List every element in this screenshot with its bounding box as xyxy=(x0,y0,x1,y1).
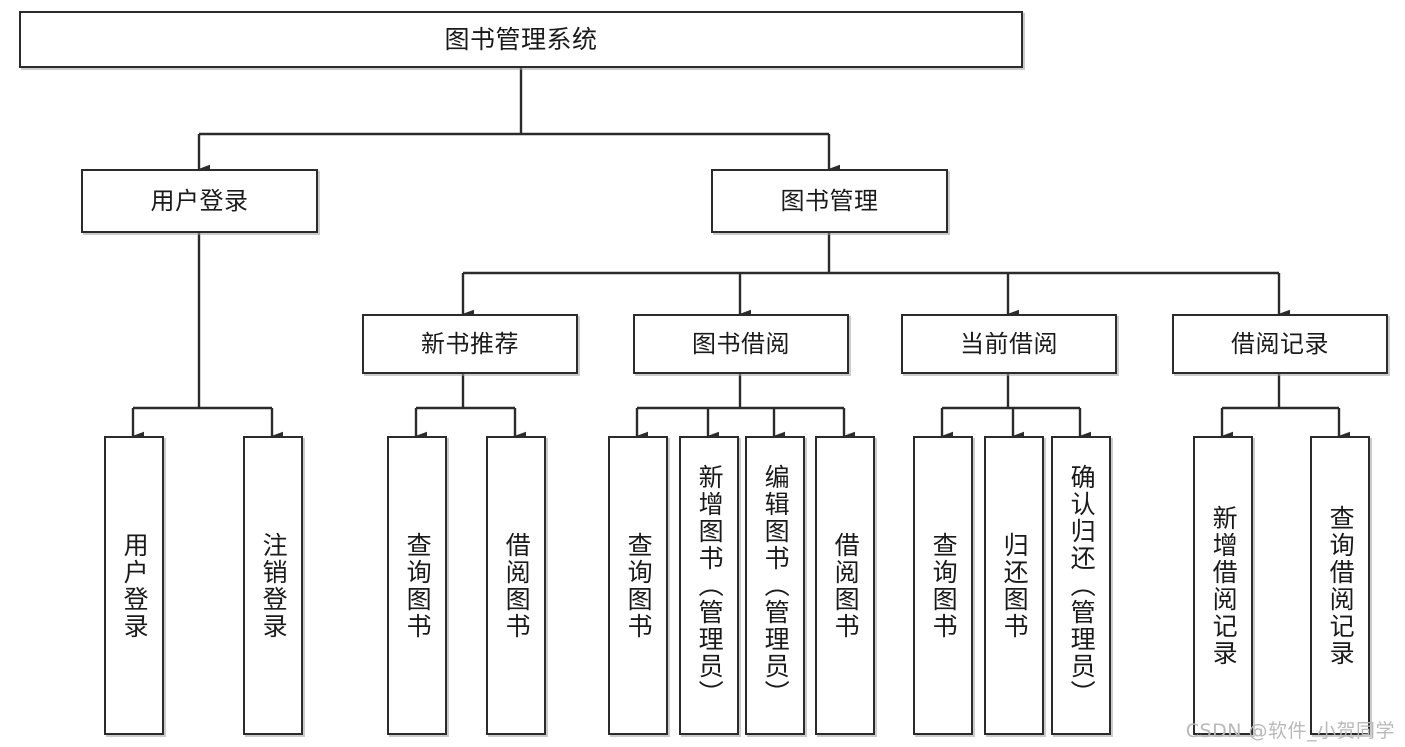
node-label-leaf-borrow-book-recommend: 借阅图书 xyxy=(502,531,532,640)
node-label-leaf-query-book-borrow: 查询图书 xyxy=(624,531,654,640)
node-label-new-book-recommend: 新书推荐 xyxy=(421,329,519,358)
node-label-leaf-confirm-return-admin: 确认归还（管理员） xyxy=(1067,464,1097,707)
node-borrow-record[interactable]: 借阅记录 xyxy=(1172,314,1388,374)
node-label-leaf-borrow-book: 借阅图书 xyxy=(831,531,861,640)
node-leaf-query-book-borrow[interactable]: 查询图书 xyxy=(608,436,668,735)
node-label-leaf-user-login: 用户登录 xyxy=(120,531,150,640)
node-book-management[interactable]: 图书管理 xyxy=(711,169,948,233)
node-user-login[interactable]: 用户登录 xyxy=(81,169,318,233)
node-label-leaf-query-book-current: 查询图书 xyxy=(929,531,959,640)
node-label-leaf-return-book: 归还图书 xyxy=(1000,531,1030,640)
connector-paths xyxy=(131,68,1350,441)
node-leaf-user-login[interactable]: 用户登录 xyxy=(104,436,164,735)
node-new-book-recommend[interactable]: 新书推荐 xyxy=(362,314,578,374)
node-leaf-query-borrow-record[interactable]: 查询借阅记录 xyxy=(1310,436,1370,735)
node-label-leaf-query-borrow-record: 查询借阅记录 xyxy=(1326,504,1356,667)
watermark-text: CSDN @软件_小贺同学 xyxy=(1185,720,1395,742)
node-leaf-query-book-current[interactable]: 查询图书 xyxy=(913,436,973,735)
node-leaf-edit-book-admin[interactable]: 编辑图书（管理员） xyxy=(745,436,805,735)
node-label-leaf-edit-book-admin: 编辑图书（管理员） xyxy=(761,464,791,707)
node-label-leaf-query-book-recommend: 查询图书 xyxy=(403,531,433,640)
node-leaf-add-book-admin[interactable]: 新增图书（管理员） xyxy=(679,436,739,735)
node-leaf-confirm-return-admin[interactable]: 确认归还（管理员） xyxy=(1051,436,1111,735)
node-current-borrow[interactable]: 当前借阅 xyxy=(901,314,1117,374)
node-leaf-query-book-recommend[interactable]: 查询图书 xyxy=(387,436,447,735)
node-leaf-add-borrow-record[interactable]: 新增借阅记录 xyxy=(1193,436,1253,735)
node-label-leaf-add-borrow-record: 新增借阅记录 xyxy=(1209,504,1239,667)
node-root[interactable]: 图书管理系统 xyxy=(19,11,1023,68)
node-label-leaf-logout: 注销登录 xyxy=(259,531,289,640)
node-book-borrow[interactable]: 图书借阅 xyxy=(633,314,849,374)
node-label-current-borrow: 当前借阅 xyxy=(960,329,1058,358)
node-leaf-logout[interactable]: 注销登录 xyxy=(243,436,303,735)
node-label-book-borrow: 图书借阅 xyxy=(692,329,790,358)
node-label-leaf-add-book-admin: 新增图书（管理员） xyxy=(695,464,725,707)
node-leaf-borrow-book[interactable]: 借阅图书 xyxy=(815,436,875,735)
node-label-book-management: 图书管理 xyxy=(780,186,879,215)
node-leaf-borrow-book-recommend[interactable]: 借阅图书 xyxy=(486,436,546,735)
node-label-root: 图书管理系统 xyxy=(444,24,598,54)
node-label-user-login: 用户登录 xyxy=(150,186,249,215)
node-leaf-return-book[interactable]: 归还图书 xyxy=(984,436,1044,735)
node-label-borrow-record: 借阅记录 xyxy=(1231,329,1329,358)
